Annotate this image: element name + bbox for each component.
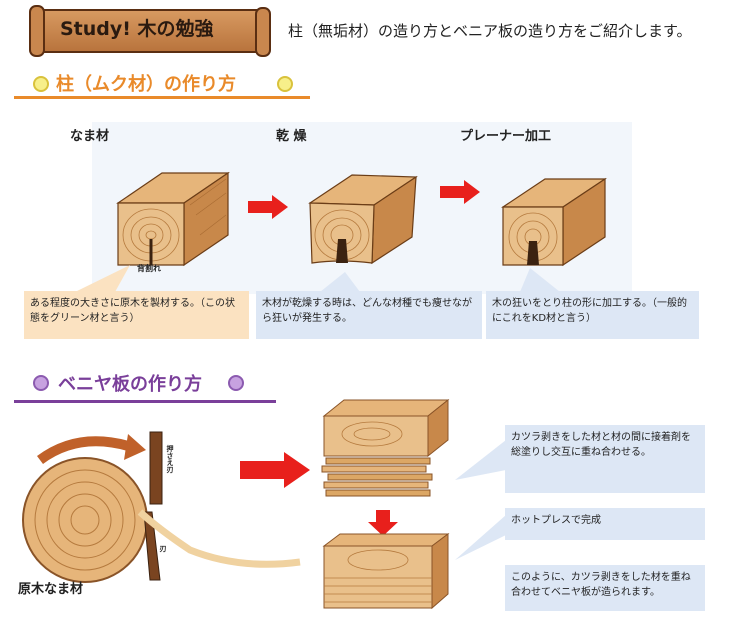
section-title-veneer: ベニヤ板の作り方 xyxy=(58,374,202,395)
green-lumber-illustration xyxy=(116,171,230,267)
bullet-dot-icon xyxy=(228,375,244,391)
planed-lumber-illustration xyxy=(501,177,607,267)
bullet-dot-icon xyxy=(33,375,49,391)
intro-text: 柱（無垢材）の造り方とベニア板の造り方をご紹介します。 xyxy=(288,22,692,40)
dried-lumber-illustration xyxy=(308,174,418,265)
note-plywood-result: このように、カツラ剥きをした材を重ね合わせてベニヤ板が造られます。 xyxy=(505,565,705,611)
arrow-right-icon xyxy=(248,195,288,219)
pressure-blade-label: 押さえ刃 xyxy=(166,445,174,473)
crack-label: 背割れ xyxy=(137,264,161,273)
plywood-board-illustration xyxy=(322,533,450,610)
page-title: Study! 木の勉強 xyxy=(60,18,214,40)
stage-label-green: なま材 xyxy=(70,129,110,144)
arrow-right-icon xyxy=(240,452,310,488)
stacked-veneer-illustration xyxy=(321,398,450,497)
note-green-lumber: ある程度の大きさに原木を製材する。（この状態をグリーン材と言う） xyxy=(24,291,249,339)
stage-label-drying: 乾 燥 xyxy=(276,129,307,144)
note-planing: 木の狂いをとり柱の形に加工する。（一般的にこれをKD材と言う） xyxy=(486,291,699,339)
section-divider xyxy=(14,400,276,403)
stage-label-planing: プレーナー加工 xyxy=(460,129,552,144)
note-stacking: カツラ剥きをした材と材の間に接着剤を総塗りし交互に重ね合わせる。 xyxy=(505,425,705,493)
arrow-down-icon xyxy=(368,510,398,536)
rotary-peeling-illustration xyxy=(22,431,301,583)
bullet-dot-icon xyxy=(277,76,293,92)
header-scroll-banner xyxy=(29,5,271,57)
note-drying: 木材が乾燥する時は、どんな材種でも痩せながら狂いが発生する。 xyxy=(256,291,482,339)
raw-log-label: 原木なま材 xyxy=(18,582,84,597)
arrow-right-icon xyxy=(440,180,480,204)
note-hot-press: ホットプレスで完成 xyxy=(505,508,705,540)
section-title-pillar: 柱（ムク材）の作り方 xyxy=(56,74,236,95)
section-divider xyxy=(14,96,310,99)
blade-label: 刃 xyxy=(159,545,167,552)
bullet-dot-icon xyxy=(33,76,49,92)
